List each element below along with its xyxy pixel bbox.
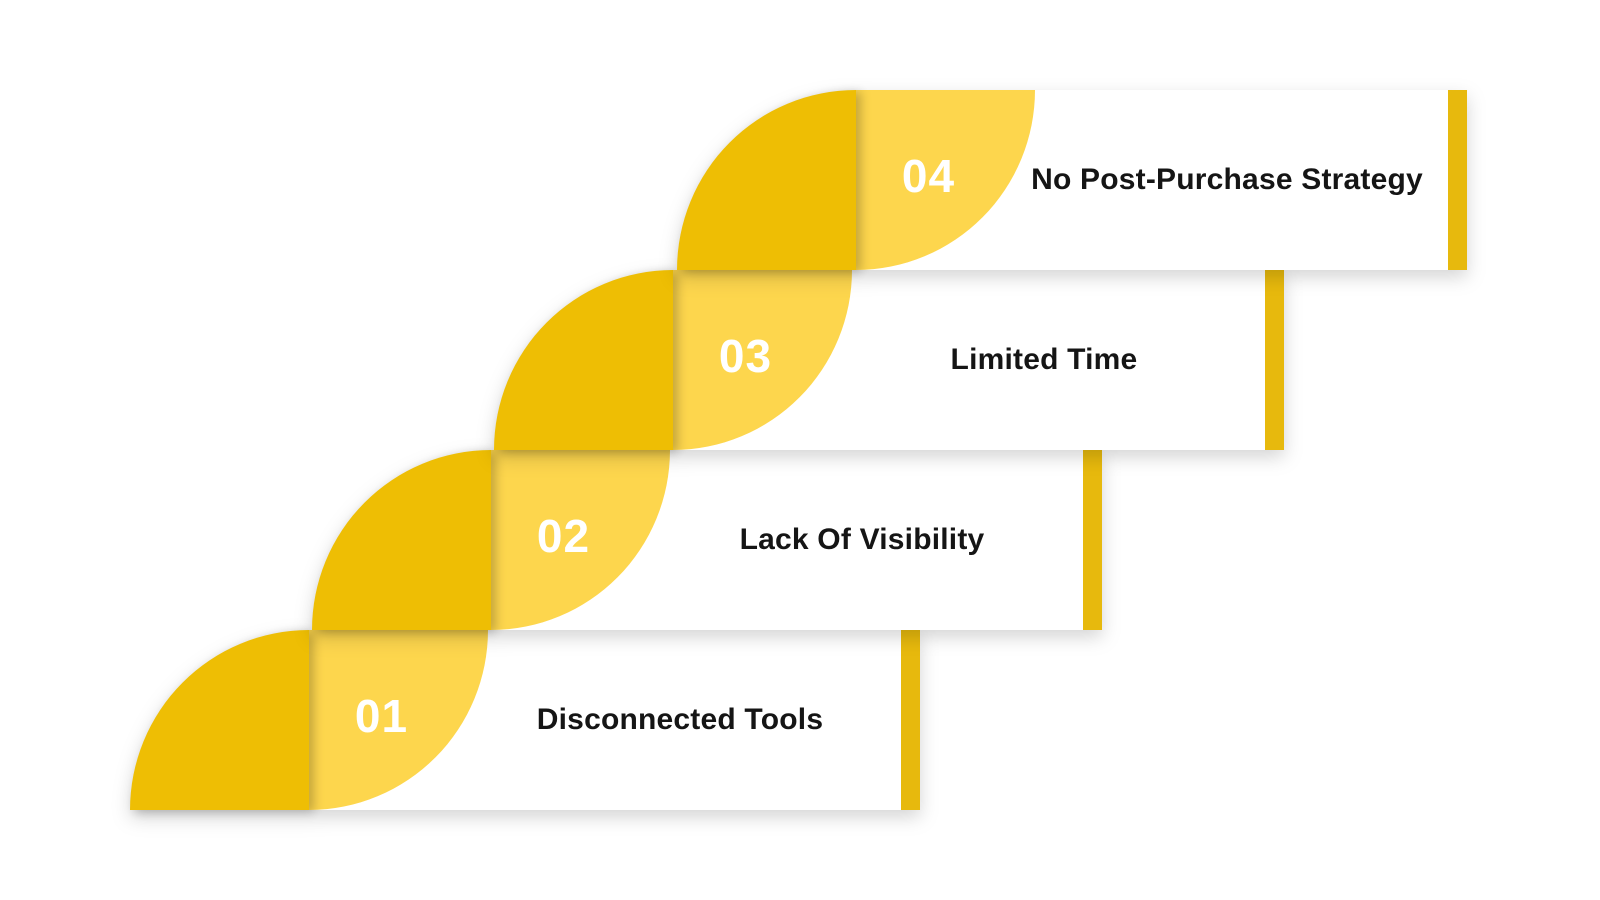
leaf-shape: 04 bbox=[677, 90, 1035, 270]
leaf-light-half: 01 bbox=[309, 630, 488, 810]
step-number: 02 bbox=[536, 510, 591, 562]
step-item-1: Disconnected Tools 01 bbox=[130, 630, 920, 810]
step-accent-bar bbox=[1448, 90, 1467, 270]
step-label: No Post-Purchase Strategy bbox=[1031, 162, 1423, 196]
leaf-shape: 02 bbox=[312, 450, 670, 630]
leaf-light-half: 03 bbox=[673, 270, 852, 450]
step-number: 04 bbox=[901, 150, 956, 202]
step-accent-bar bbox=[901, 630, 920, 810]
step-number: 03 bbox=[718, 330, 773, 382]
step-accent-bar bbox=[1265, 270, 1284, 450]
step-item-3: Limited Time 03 bbox=[494, 270, 1284, 450]
step-label: Lack Of Visibility bbox=[739, 522, 985, 556]
step-card: Lack Of Visibility bbox=[490, 450, 1102, 630]
step-item-4: No Post-Purchase Strategy 04 bbox=[677, 90, 1467, 270]
step-accent-bar bbox=[1083, 450, 1102, 630]
step-label: Disconnected Tools bbox=[536, 702, 824, 736]
step-label: Limited Time bbox=[950, 342, 1138, 376]
leaf-dark-half bbox=[130, 630, 309, 810]
leaf-light-half: 04 bbox=[856, 90, 1035, 270]
leaf-shape: 01 bbox=[130, 630, 488, 810]
step-number: 01 bbox=[354, 690, 409, 742]
leaf-dark-half bbox=[494, 270, 673, 450]
step-item-2: Lack Of Visibility 02 bbox=[312, 450, 1102, 630]
leaf-dark-half bbox=[312, 450, 491, 630]
leaf-shape: 03 bbox=[494, 270, 852, 450]
leaf-light-half: 02 bbox=[491, 450, 670, 630]
leaf-dark-half bbox=[677, 90, 856, 270]
